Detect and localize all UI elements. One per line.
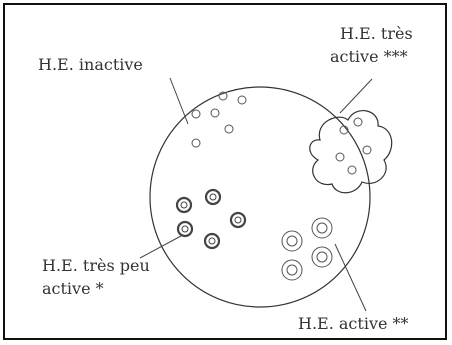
inactive-cell [192, 139, 200, 147]
very-little-active-cell [205, 234, 219, 248]
inactive-cell [192, 110, 200, 118]
inactive-cell [238, 96, 246, 104]
label-tres-peu-line2: active * [42, 279, 104, 298]
very-active-cell [336, 153, 344, 161]
label-active: H.E. active ** [298, 314, 409, 333]
label-tres-peu-line1: H.E. très peu [42, 256, 150, 275]
active-cell-inner [317, 252, 327, 262]
active-cells [282, 218, 332, 280]
leader-line-tres-active [340, 79, 372, 113]
very-active-cell [354, 118, 362, 126]
label-tres-active-line2: active *** [330, 47, 408, 66]
very-little-active-cell-inner [235, 217, 241, 223]
active-cell [312, 218, 332, 238]
inactive-cells [192, 92, 246, 147]
active-cell-inner [287, 236, 297, 246]
leader-line-tres-peu [140, 236, 181, 258]
active-cell [282, 260, 302, 280]
very-little-active-cell [178, 222, 192, 236]
very-active-cell [348, 166, 356, 174]
label-tres-active-line1: H.E. très [340, 24, 413, 43]
leader-line-active [335, 244, 366, 311]
active-cell [312, 247, 332, 267]
label-inactive: H.E. inactive [38, 55, 143, 74]
very-little-active-cell [206, 190, 220, 204]
active-cell-inner [287, 265, 297, 275]
inactive-cell [211, 109, 219, 117]
very-little-active-cell [231, 213, 245, 227]
leader-line-inactive [170, 78, 188, 124]
very-little-active-cell-inner [182, 226, 188, 232]
very-active-cell [363, 146, 371, 154]
active-cell [282, 231, 302, 251]
very-little-active-cell-inner [181, 202, 187, 208]
active-cell-inner [317, 223, 327, 233]
inactive-cell [225, 125, 233, 133]
very-little-active-cells [177, 190, 245, 248]
very-little-active-cell-inner [209, 238, 215, 244]
very-little-active-cell-inner [210, 194, 216, 200]
very-active-cloud [310, 111, 392, 193]
very-little-active-cell [177, 198, 191, 212]
